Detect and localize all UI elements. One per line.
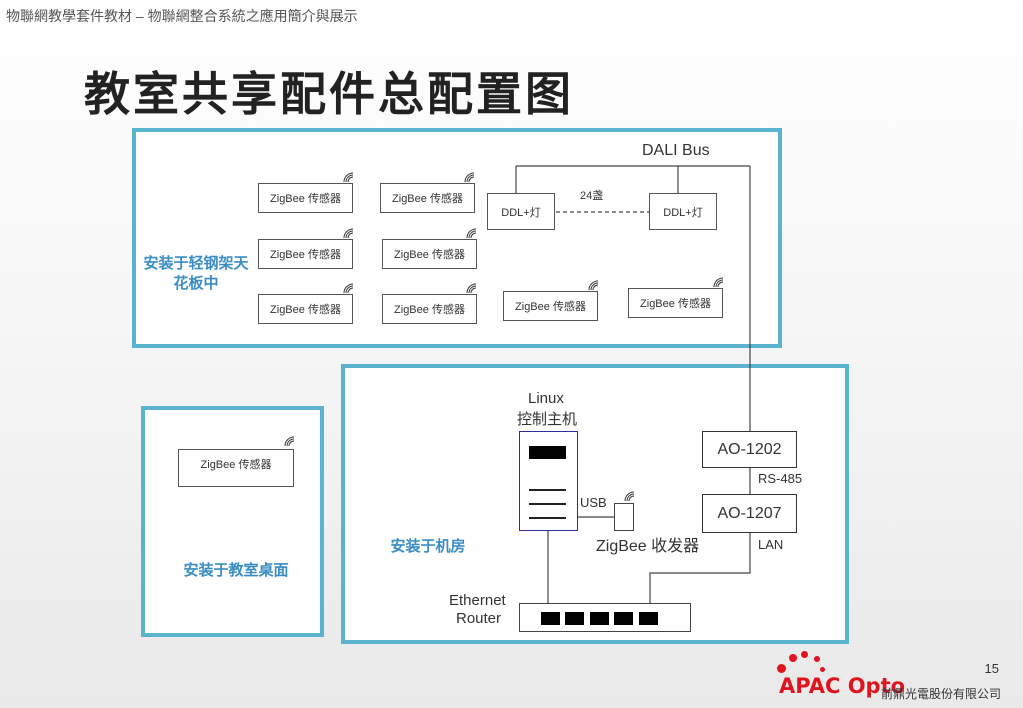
gateway-ao1207: AO-1207: [702, 494, 797, 533]
server-title-line2: 控制主机: [517, 411, 578, 428]
usb-label: USB: [580, 495, 607, 510]
lan-label: LAN: [758, 537, 784, 552]
desk-zone-label: 安装于教室桌面: [183, 562, 289, 579]
linux-server-icon: [519, 431, 578, 531]
lamp-count-label: 24盏: [580, 190, 604, 202]
apac-opto-logo: APAC Opto 前鼎光電股份有限公司: [755, 650, 1017, 708]
lan-line: [649, 533, 751, 603]
wireless-icon: [624, 491, 635, 502]
server-display-icon: [529, 446, 566, 459]
logo-dot-3: [801, 651, 808, 658]
page-number: 15: [984, 661, 999, 676]
gateway-ao1202: AO-1202: [702, 431, 797, 468]
ceiling-zone-label: 安装于轻钢架天 花板中: [143, 255, 249, 292]
ceiling-sensor-r3c1: ZigBee 传感器: [258, 294, 353, 324]
ceiling-sensor-r1c2: ZigBee 传感器: [380, 183, 475, 213]
wireless-icon: [343, 228, 354, 239]
desk-zone: [141, 406, 324, 637]
router-port-4: [614, 612, 633, 625]
rs485-label: RS-485: [758, 471, 803, 486]
header-text: 物聯網教學套件教材 – 物聯網整合系統之應用簡介與展示: [6, 8, 358, 24]
server-room-label: 安装于机房: [390, 538, 466, 555]
router-label-line1: Ethernet: [449, 592, 506, 609]
slide-title: 教室共享配件总配置图: [84, 67, 574, 121]
wireless-icon: [588, 280, 599, 291]
server-slot-2: [529, 503, 566, 505]
router-port-5: [639, 612, 658, 625]
ceiling-sensor-r3c3: ZigBee 传感器: [503, 291, 598, 321]
router-port-2: [565, 612, 584, 625]
ceiling-sensor-r1c1: ZigBee 传感器: [258, 183, 353, 213]
wireless-icon: [713, 277, 724, 288]
wireless-icon: [343, 283, 354, 294]
wireless-icon: [466, 228, 477, 239]
logo-text: APAC Opto: [779, 674, 906, 698]
router-label-line2: Router: [456, 610, 502, 627]
desk-sensor: ZigBee 传感器: [178, 449, 294, 487]
logo-dot-5: [820, 667, 825, 672]
logo-dot-1: [777, 664, 786, 673]
company-name: 前鼎光電股份有限公司: [881, 687, 1002, 701]
transceiver-label: ZigBee 收发器: [596, 538, 700, 555]
logo-dot-2: [789, 654, 797, 662]
dali-lamp-left: DDL+灯: [487, 193, 555, 230]
router-port-3: [590, 612, 609, 625]
router-port-1: [541, 612, 560, 625]
ceiling-sensor-r3c2: ZigBee 传感器: [382, 294, 477, 324]
logo-dot-4: [814, 656, 820, 662]
ceiling-sensor-r3c4: ZigBee 传感器: [628, 288, 723, 318]
zigbee-transceiver-icon: [614, 503, 634, 531]
server-slot-1: [529, 489, 566, 491]
server-slot-3: [529, 517, 566, 519]
wireless-icon: [284, 436, 295, 447]
ceiling-sensor-r2c1: ZigBee 传感器: [258, 239, 353, 269]
wireless-icon: [343, 172, 354, 183]
dali-bus-label: DALI Bus: [642, 142, 710, 159]
wireless-icon: [464, 172, 475, 183]
dali-lamp-right: DDL+灯: [649, 193, 717, 230]
server-title-line1: Linux: [528, 390, 564, 407]
wireless-icon: [466, 283, 477, 294]
ceiling-sensor-r2c2: ZigBee 传感器: [382, 239, 477, 269]
ethernet-router-icon: [519, 603, 691, 632]
